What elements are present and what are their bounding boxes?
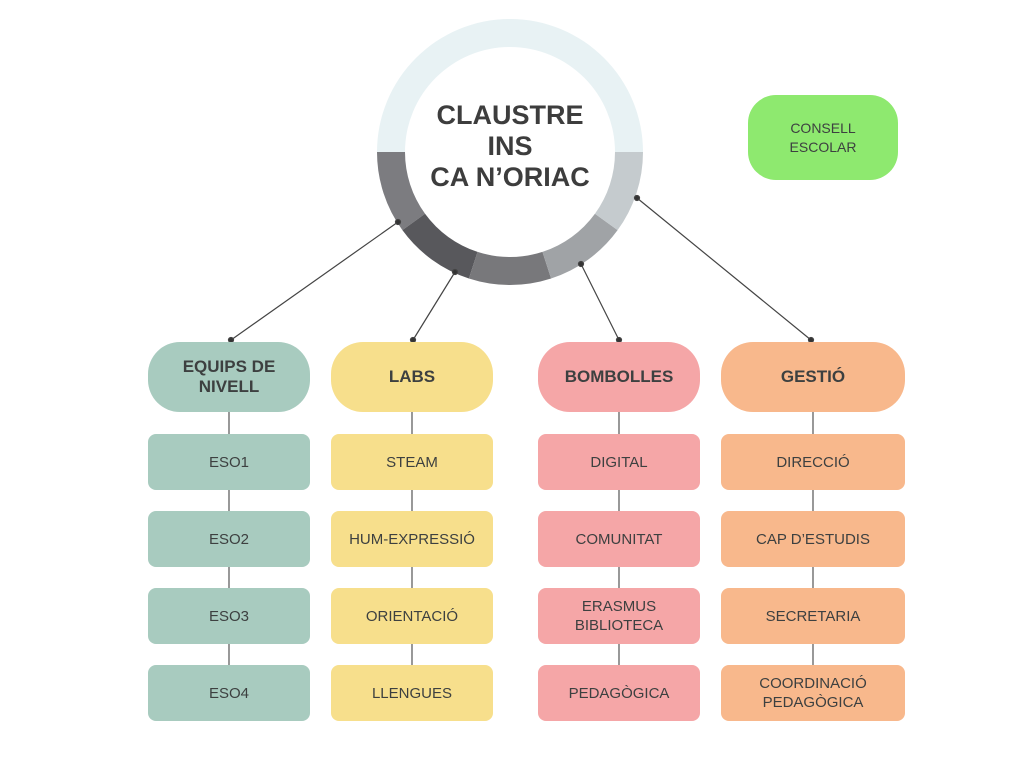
node-label: STEAM <box>386 453 438 471</box>
node-label: COORDINACIÓ <box>759 675 867 692</box>
node-label: COMUNITAT <box>575 530 663 548</box>
child-node: ESO4 <box>148 665 310 721</box>
center-title: CLAUSTRE INS CA N’ORIAC <box>410 100 610 193</box>
node-label: DIRECCIÓ <box>776 453 850 471</box>
node-label: ESO3 <box>208 607 250 625</box>
ring-segment <box>402 213 478 279</box>
node-label: ERASMUS <box>581 598 657 615</box>
ring-top-segment <box>377 19 643 152</box>
node-label: PEDAGÒGICA <box>762 694 864 711</box>
child-node: ORIENTACIÓ <box>331 588 493 644</box>
title-line: CLAUSTRE <box>436 100 584 130</box>
node-label: ESO4 <box>208 684 250 702</box>
node-label: ORIENTACIÓ <box>365 607 459 625</box>
child-node: ESO3 <box>148 588 310 644</box>
child-node: COORDINACIÓ PEDAGÒGICA <box>721 665 905 721</box>
child-node: DIGITAL <box>538 434 700 490</box>
node-label: ESCOLAR <box>789 138 857 155</box>
column-header: GESTIÓ <box>721 342 905 412</box>
node-label: SECRETARIA <box>765 607 861 625</box>
header-label: BOMBOLLES <box>564 367 674 386</box>
column-header: LABS <box>331 342 493 412</box>
title-line: INS <box>487 131 533 161</box>
connector-equips <box>230 221 399 341</box>
child-node: PEDAGÒGICA <box>538 665 700 721</box>
node-label: CAP D’ESTUDIS <box>756 530 870 548</box>
connectors <box>227 194 815 344</box>
ring-segment <box>594 152 643 231</box>
child-node: COMUNITAT <box>538 511 700 567</box>
node-label: PEDAGÒGICA <box>568 684 670 702</box>
connector-labs <box>412 271 456 341</box>
child-node: HUM-EXPRESSIÓ <box>331 511 493 567</box>
title-line: CA N’ORIAC <box>430 162 590 192</box>
node-label: BIBLIOTECA <box>574 617 664 634</box>
header-label: NIVELL <box>198 377 260 396</box>
header-label: LABS <box>388 367 436 386</box>
connector-gestio <box>636 197 812 341</box>
ring-segment <box>542 213 618 279</box>
node-label: CONSELL <box>790 119 856 136</box>
child-node: DIRECCIÓ <box>721 434 905 490</box>
connector-bombolles <box>580 263 620 341</box>
consell-escolar-node: CONSELL ESCOLAR <box>748 95 898 180</box>
header-label: EQUIPS DE <box>182 357 276 376</box>
child-node: ESO2 <box>148 511 310 567</box>
node-label: HUM-EXPRESSIÓ <box>349 530 475 548</box>
node-label: ESO1 <box>208 453 250 471</box>
header-label: GESTIÓ <box>780 367 846 386</box>
node-label: DIGITAL <box>590 453 648 471</box>
child-node: ESO1 <box>148 434 310 490</box>
column-header: BOMBOLLES <box>538 342 700 412</box>
child-node: SECRETARIA <box>721 588 905 644</box>
child-node: STEAM <box>331 434 493 490</box>
child-node: LLENGUES <box>331 665 493 721</box>
node-label: LLENGUES <box>371 684 453 702</box>
child-node: ERASMUS BIBLIOTECA <box>538 588 700 644</box>
ring-segment <box>468 251 552 285</box>
ring-segment <box>377 152 426 231</box>
center-ring <box>377 19 643 285</box>
node-label: ESO2 <box>208 530 250 548</box>
child-node: CAP D’ESTUDIS <box>721 511 905 567</box>
